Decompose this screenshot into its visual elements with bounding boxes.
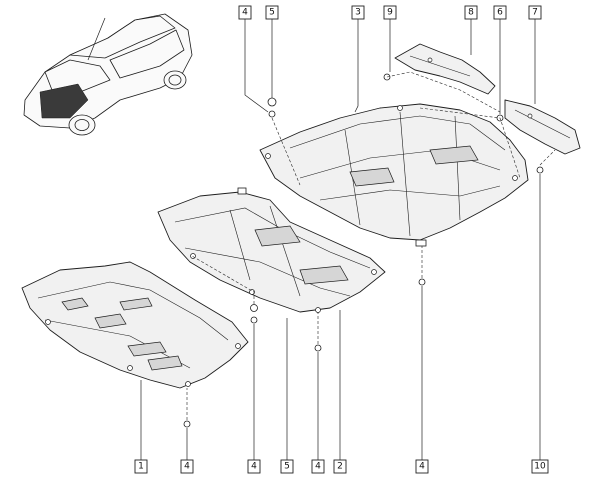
callout-label: 5	[284, 462, 290, 472]
callout-label: 4	[419, 462, 425, 472]
callout-4-bottom-b: 4	[247, 459, 261, 474]
nut-5-top	[267, 97, 277, 107]
callout-label: 3	[355, 8, 361, 18]
callout-9-top: 9	[383, 5, 397, 20]
callout-label: 7	[532, 8, 538, 18]
callout-4-top: 4	[238, 5, 252, 20]
callout-label: 6	[497, 8, 503, 18]
callout-label: 4	[184, 462, 190, 472]
callout-3-top: 3	[351, 5, 365, 20]
callout-label: 4	[251, 462, 257, 472]
nut-10	[536, 166, 544, 174]
callout-8-top: 8	[464, 5, 478, 20]
engine-shield-highlight	[39, 83, 89, 119]
part-1-front-engine-shield	[21, 261, 249, 389]
bolt-4-panel-2-left	[250, 316, 258, 324]
callout-label: 1	[138, 462, 144, 472]
callout-5-bottom: 5	[280, 459, 294, 474]
callout-2-bottom: 2	[333, 459, 347, 474]
callout-6-top: 6	[493, 5, 507, 20]
callout-label: 10	[534, 462, 546, 472]
callout-label: 5	[269, 8, 275, 18]
callout-label: 9	[387, 8, 393, 18]
callout-4-bottom-d: 4	[415, 459, 429, 474]
bolt-4-panel-2-right	[314, 344, 322, 352]
part-7-bracket	[504, 99, 581, 155]
callout-7-top: 7	[528, 5, 542, 20]
callout-1-bottom: 1	[134, 459, 148, 474]
assembly-lines	[186, 71, 556, 420]
callout-label: 4	[242, 8, 248, 18]
part-8-bracket	[394, 43, 496, 95]
leader-lines	[140, 19, 541, 460]
callout-5-top: 5	[265, 5, 279, 20]
callout-4-bottom-a: 4	[180, 459, 194, 474]
bolt-4-panel-3	[418, 278, 426, 286]
callout-4-bottom-c: 4	[311, 459, 325, 474]
callout-label: 4	[315, 462, 321, 472]
nut-5-bottom	[250, 304, 258, 312]
callout-10-bottom: 10	[531, 459, 549, 474]
bolt-4-panel-1	[183, 420, 191, 428]
part-3-rear-shield	[259, 103, 529, 247]
callout-label: 8	[468, 8, 474, 18]
callout-label: 2	[337, 462, 343, 472]
car-thumbnail	[23, 13, 193, 136]
bolt-4-top	[268, 110, 276, 118]
part-2-middle-shield	[157, 187, 386, 313]
